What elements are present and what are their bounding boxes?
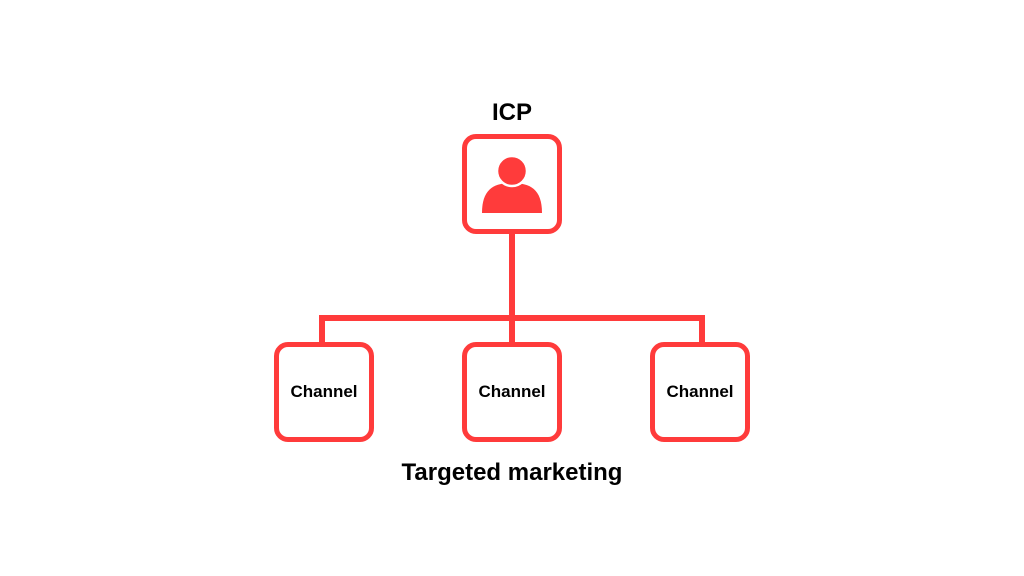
person-icon <box>482 155 542 213</box>
channel-label-1: Channel <box>290 382 358 401</box>
diagram-caption: Targeted marketing <box>401 459 623 486</box>
root-node <box>462 134 562 234</box>
channel-label-2: Channel <box>478 382 546 401</box>
channel-node-3: Channel <box>650 342 750 442</box>
channel-label-3: Channel <box>666 382 734 401</box>
channel-node-2: Channel <box>462 342 562 442</box>
channel-node-1: Channel <box>274 342 374 442</box>
root-title: ICP <box>491 99 532 126</box>
